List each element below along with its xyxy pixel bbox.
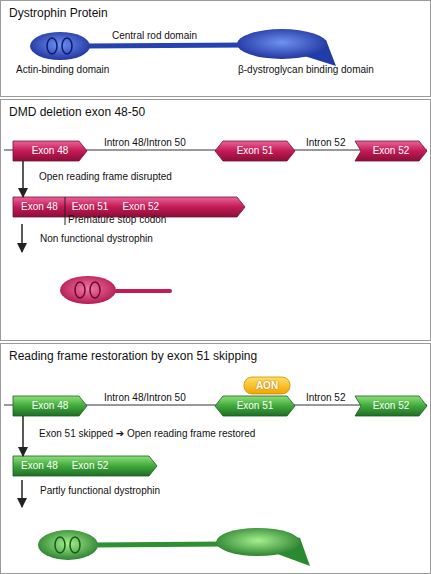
exon-shape bbox=[355, 396, 427, 416]
outcome-label: Partly functional dystrophin bbox=[40, 485, 160, 497]
aon-oligo: AON bbox=[244, 377, 290, 394]
intron-label: Intron 48/Intron 50 bbox=[104, 392, 186, 404]
transcript-bar: Exon 48 Exon 52 bbox=[13, 456, 157, 476]
panel-title: DMD deletion exon 48-50 bbox=[9, 105, 145, 119]
actin-binding-domain bbox=[38, 530, 98, 560]
exon-label: Exon 48 bbox=[32, 400, 69, 412]
edge-label: Open reading frame disrupted bbox=[39, 171, 172, 183]
domain-label: β-dystroglycan binding domain bbox=[238, 64, 374, 76]
exon-box: Exon 51 bbox=[215, 141, 295, 161]
exon-label: Exon 51 bbox=[237, 400, 274, 412]
figure-panel: Dystrophin Protein bbox=[0, 0, 431, 97]
dystroglycan-binding-domain bbox=[216, 528, 300, 556]
actin-binding-domain bbox=[60, 276, 116, 304]
intron-label: Intron 52 bbox=[306, 392, 345, 404]
domain-detail bbox=[47, 38, 57, 54]
process-arrow bbox=[22, 161, 24, 197]
exon-label: Exon 52 bbox=[373, 145, 410, 157]
rod-domain bbox=[94, 544, 226, 545]
process-arrow bbox=[22, 416, 24, 456]
exon-label: Exon 52 bbox=[72, 460, 109, 472]
panel-title: Dystrophin Protein bbox=[9, 6, 108, 20]
intron-label: Intron 48/Intron 50 bbox=[104, 137, 186, 149]
outcome-label: Non functional dystrophin bbox=[40, 233, 153, 245]
process-arrow bbox=[21, 224, 23, 252]
exon-shape bbox=[355, 141, 427, 161]
aon-label: AON bbox=[256, 380, 278, 392]
domain-detail bbox=[75, 282, 85, 298]
domain-detail bbox=[70, 537, 80, 553]
exon-label: Exon 48 bbox=[21, 201, 58, 213]
exon-label: Exon 48 bbox=[21, 460, 58, 472]
rod-domain bbox=[86, 45, 246, 46]
panel-title: Reading frame restoration by exon 51 ski… bbox=[9, 349, 257, 363]
actin-binding-domain bbox=[30, 32, 90, 60]
exon-shape bbox=[13, 396, 87, 416]
domain-label: Central rod domain bbox=[112, 30, 197, 42]
intron-label: Intron 52 bbox=[306, 137, 345, 149]
exon-label: Exon 52 bbox=[373, 400, 410, 412]
dystroglycan-binding-domain bbox=[237, 29, 327, 59]
process-arrow bbox=[21, 480, 23, 507]
exon-box: Exon 48 bbox=[13, 141, 87, 161]
exon-label: Exon 51 bbox=[72, 201, 109, 213]
exon-shape bbox=[215, 396, 295, 416]
domain-detail bbox=[62, 38, 72, 54]
aon-shape bbox=[244, 377, 290, 394]
exon-box: Exon 51 bbox=[215, 396, 295, 416]
exon-label: Exon 52 bbox=[122, 201, 159, 213]
exon-label: Exon 48 bbox=[32, 145, 69, 157]
figure-panel: AON Exon 48 Exon 51 Exon 52 Exon 48 Exon 52 Re… bbox=[0, 343, 431, 574]
domain-label: Actin-binding domain bbox=[16, 64, 109, 76]
exon-box: Exon 48 bbox=[13, 396, 87, 416]
exon-box: Exon 52 bbox=[355, 141, 427, 161]
figure-panel: Exon 48 Exon 51 Exon 52 Exon 48 Exon 51 Exon … bbox=[0, 99, 431, 341]
domain-detail bbox=[55, 537, 65, 553]
domain-detail bbox=[90, 282, 100, 298]
exon-shape bbox=[13, 141, 87, 161]
stop-codon-mark bbox=[65, 197, 66, 225]
exon-label: Exon 51 bbox=[237, 145, 274, 157]
exon-shape bbox=[215, 141, 295, 161]
exon-shape bbox=[13, 456, 157, 476]
truncated-rod bbox=[112, 289, 170, 293]
edge-label: Exon 51 skipped ➔ Open reading frame res… bbox=[39, 428, 255, 440]
exon-box: Exon 52 bbox=[355, 396, 427, 416]
annotation-label: Premature stop codon bbox=[68, 214, 166, 226]
